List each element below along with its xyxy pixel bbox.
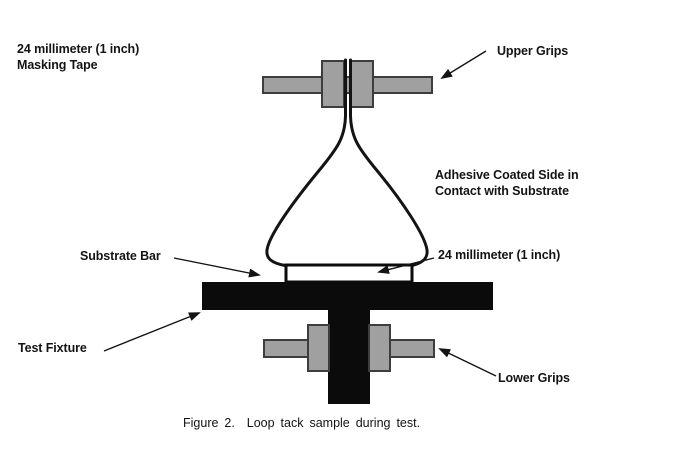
lower-grip-right-jaw [368, 324, 391, 372]
lower-grip-right-arm [389, 339, 435, 358]
tape-loop-left-edge [265, 58, 347, 267]
adhesive-side-label: Adhesive Coated Side in Contact with Sub… [435, 168, 579, 199]
tape-width-arrow [377, 257, 435, 274]
adhesive-side-label-line2: Contact with Substrate [435, 183, 569, 198]
upper-grip-right-jaw [350, 60, 374, 108]
lower-grip-left-arm [263, 339, 309, 358]
masking-tape-label-line2: Masking Tape [17, 57, 98, 72]
masking-tape-label: 24 millimeter (1 inch) Masking Tape [17, 42, 139, 73]
substrate-bar [284, 263, 414, 284]
fixture-column [328, 310, 370, 404]
tape-loop-right-edge [349, 58, 429, 267]
upper-grip-bar [262, 76, 433, 94]
figure-caption: Figure 2. Loop tack sample during test. [183, 416, 421, 430]
lower-grips-label: Lower Grips [498, 371, 570, 385]
substrate-bar-label: Substrate Bar [80, 249, 161, 263]
test-fixture-base [202, 282, 493, 310]
upper-grips-arrow [440, 50, 487, 80]
tape-width-label: 24 millimeter (1 inch) [438, 248, 561, 262]
lower-grip-left-jaw [307, 324, 330, 372]
substrate-bar-arrow [173, 257, 261, 278]
lower-grips-arrow [438, 348, 497, 377]
masking-tape-label-line1: 24 millimeter (1 inch) [17, 42, 140, 56]
upper-grips-label: Upper Grips [497, 44, 569, 58]
test-fixture-arrow [103, 312, 201, 352]
test-fixture-label: Test Fixture [18, 341, 87, 355]
upper-grip-left-jaw [321, 60, 345, 108]
adhesive-side-label-line1: Adhesive Coated Side in [435, 168, 579, 182]
